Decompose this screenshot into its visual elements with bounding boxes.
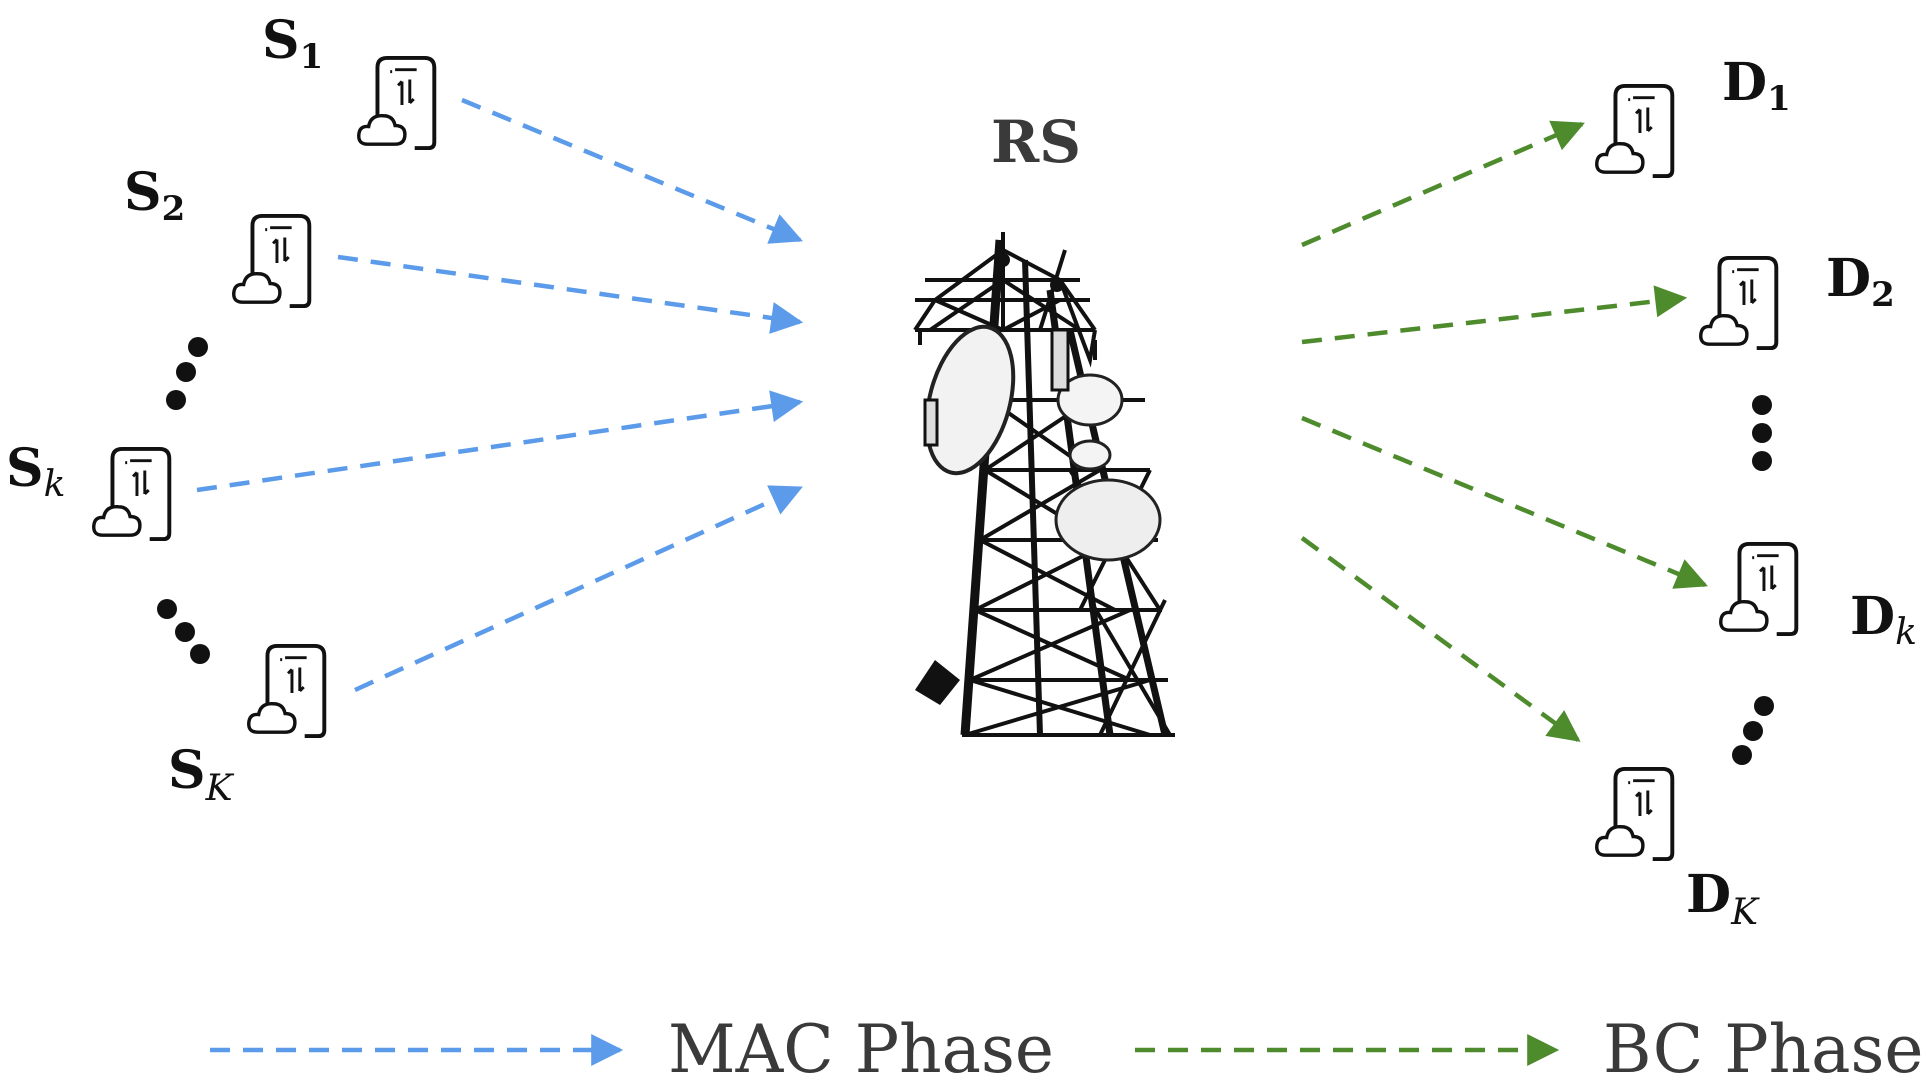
legend-mac-label: MAC Phase bbox=[668, 1011, 1054, 1088]
source-device-K bbox=[249, 646, 325, 736]
source-device-k bbox=[94, 449, 170, 539]
bc-arrow-k bbox=[1301, 415, 1708, 589]
destination-ellipsis-lower bbox=[1732, 696, 1774, 765]
destination-label-k: Dk bbox=[1850, 586, 1917, 653]
mac-arrow-K bbox=[354, 485, 803, 693]
source-label-k: Sk bbox=[6, 438, 65, 505]
mac-arrow-1 bbox=[461, 97, 803, 244]
relay-label: RS bbox=[991, 108, 1081, 176]
destination-label-K: DK bbox=[1686, 864, 1760, 933]
dish-antenna bbox=[1056, 373, 1124, 427]
cell-tower-icon bbox=[913, 232, 1175, 737]
dish-antenna bbox=[1068, 439, 1112, 471]
source-label-K: SK bbox=[168, 740, 235, 809]
mac-arrow-2 bbox=[337, 254, 804, 334]
destination-label-1: D1 bbox=[1722, 52, 1791, 119]
source-ellipsis-lower bbox=[157, 599, 210, 664]
dish-antenna bbox=[924, 324, 1016, 476]
destination-label-2: D2 bbox=[1826, 248, 1895, 315]
source-device-1 bbox=[359, 58, 435, 148]
dish-antenna bbox=[1054, 478, 1162, 562]
legend-bc: BC Phase bbox=[1135, 1011, 1923, 1088]
destination-device-1 bbox=[1597, 86, 1673, 176]
destination-device-K bbox=[1597, 769, 1673, 859]
destination-device-k bbox=[1721, 544, 1797, 634]
destination-device-2 bbox=[1701, 258, 1777, 348]
destination-ellipsis-upper bbox=[1752, 395, 1772, 471]
source-ellipsis-upper bbox=[166, 337, 208, 410]
source-device-2 bbox=[234, 216, 310, 306]
source-label-2: S2 bbox=[124, 162, 185, 229]
bc-arrow-K bbox=[1300, 536, 1581, 742]
legend-bc-label: BC Phase bbox=[1603, 1011, 1923, 1088]
source-label-1: S1 bbox=[262, 10, 323, 77]
bc-arrow-2 bbox=[1301, 285, 1688, 345]
legend-mac: MAC Phase bbox=[210, 1011, 1054, 1088]
bc-arrow-1 bbox=[1301, 120, 1585, 248]
mac-arrow-k bbox=[196, 390, 804, 493]
